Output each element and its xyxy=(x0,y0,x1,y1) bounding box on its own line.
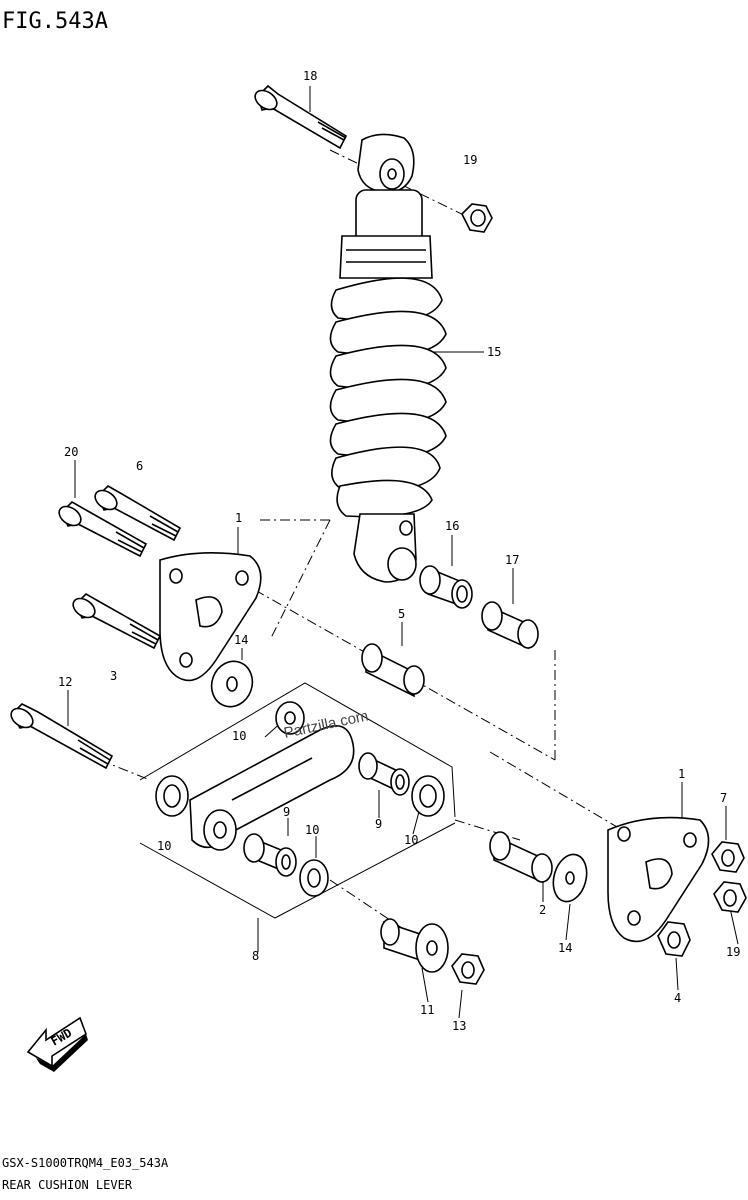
assembly-axes xyxy=(99,149,691,941)
callout-16: 16 xyxy=(445,519,459,533)
cushion-lever[interactable] xyxy=(189,701,355,851)
figure-title: FIG.543A xyxy=(2,9,108,34)
bolt-12[interactable] xyxy=(8,703,114,770)
callout-19-right: 19 xyxy=(726,945,740,959)
callout-19-top: 19 xyxy=(463,153,477,167)
spacer-5[interactable] xyxy=(361,643,425,698)
callout-1-left: 1 xyxy=(235,511,242,525)
bearing-9-upper[interactable] xyxy=(358,752,410,796)
seal-10-left[interactable] xyxy=(155,775,189,817)
cushion-rod-left[interactable] xyxy=(159,552,262,682)
seal-10-bottom[interactable] xyxy=(299,859,329,897)
top-nut[interactable] xyxy=(461,203,493,233)
bearing-16[interactable] xyxy=(419,565,473,609)
callout-2: 2 xyxy=(539,903,546,917)
bolt-3[interactable] xyxy=(70,593,162,650)
callout-5: 5 xyxy=(398,607,405,621)
seal-10-right[interactable] xyxy=(411,775,445,817)
callout-8: 8 xyxy=(252,949,259,963)
callout-14-left: 14 xyxy=(234,633,248,647)
bearing-9-lower[interactable] xyxy=(243,833,297,877)
callout-12: 12 xyxy=(58,675,72,689)
shock-absorber[interactable] xyxy=(329,133,447,583)
callout-15: 15 xyxy=(487,345,501,359)
callout-10-left: 10 xyxy=(157,839,171,853)
callout-17: 17 xyxy=(505,553,519,567)
callout-14-right: 14 xyxy=(558,941,572,955)
callout-11: 11 xyxy=(420,1003,434,1017)
nut-4[interactable] xyxy=(657,921,691,957)
callout-13: 13 xyxy=(452,1019,466,1033)
callout-6: 6 xyxy=(136,459,143,473)
washer-right[interactable] xyxy=(548,851,591,906)
lever-assembly-outline xyxy=(139,682,456,952)
callout-3: 3 xyxy=(110,669,117,683)
callout-9-lower: 9 xyxy=(283,805,290,819)
callout-9-upper: 9 xyxy=(375,817,382,831)
spacer-17[interactable] xyxy=(481,601,539,650)
diagram-code: GSX-S1000TRQM4_E03_543A xyxy=(2,1156,169,1170)
top-bolt[interactable] xyxy=(252,84,348,150)
callout-20: 20 xyxy=(64,445,78,459)
washer-left[interactable] xyxy=(205,656,258,713)
nut-7[interactable] xyxy=(711,841,745,873)
nut-13[interactable] xyxy=(451,953,485,985)
bolt-20[interactable] xyxy=(56,501,148,558)
callout-18: 18 xyxy=(303,69,317,83)
bolt-6[interactable] xyxy=(92,485,182,542)
callout-7: 7 xyxy=(720,791,727,805)
collar-11[interactable] xyxy=(380,918,449,973)
nut-19[interactable] xyxy=(713,881,747,913)
callout-10-right: 10 xyxy=(404,833,418,847)
cushion-rod-right[interactable] xyxy=(607,816,710,943)
callout-4: 4 xyxy=(674,991,681,1005)
callout-10-bottom: 10 xyxy=(305,823,319,837)
callout-10-top: 10 xyxy=(232,729,246,743)
fwd-arrow: FWD xyxy=(26,1016,88,1072)
spacer-2[interactable] xyxy=(489,831,553,884)
callouts: 18 19 15 20 6 1 16 17 14 3 5 12 10 9 10 … xyxy=(58,69,740,1033)
diagram-name: REAR CUSHION LEVER xyxy=(2,1178,133,1192)
callout-1-right: 1 xyxy=(678,767,685,781)
